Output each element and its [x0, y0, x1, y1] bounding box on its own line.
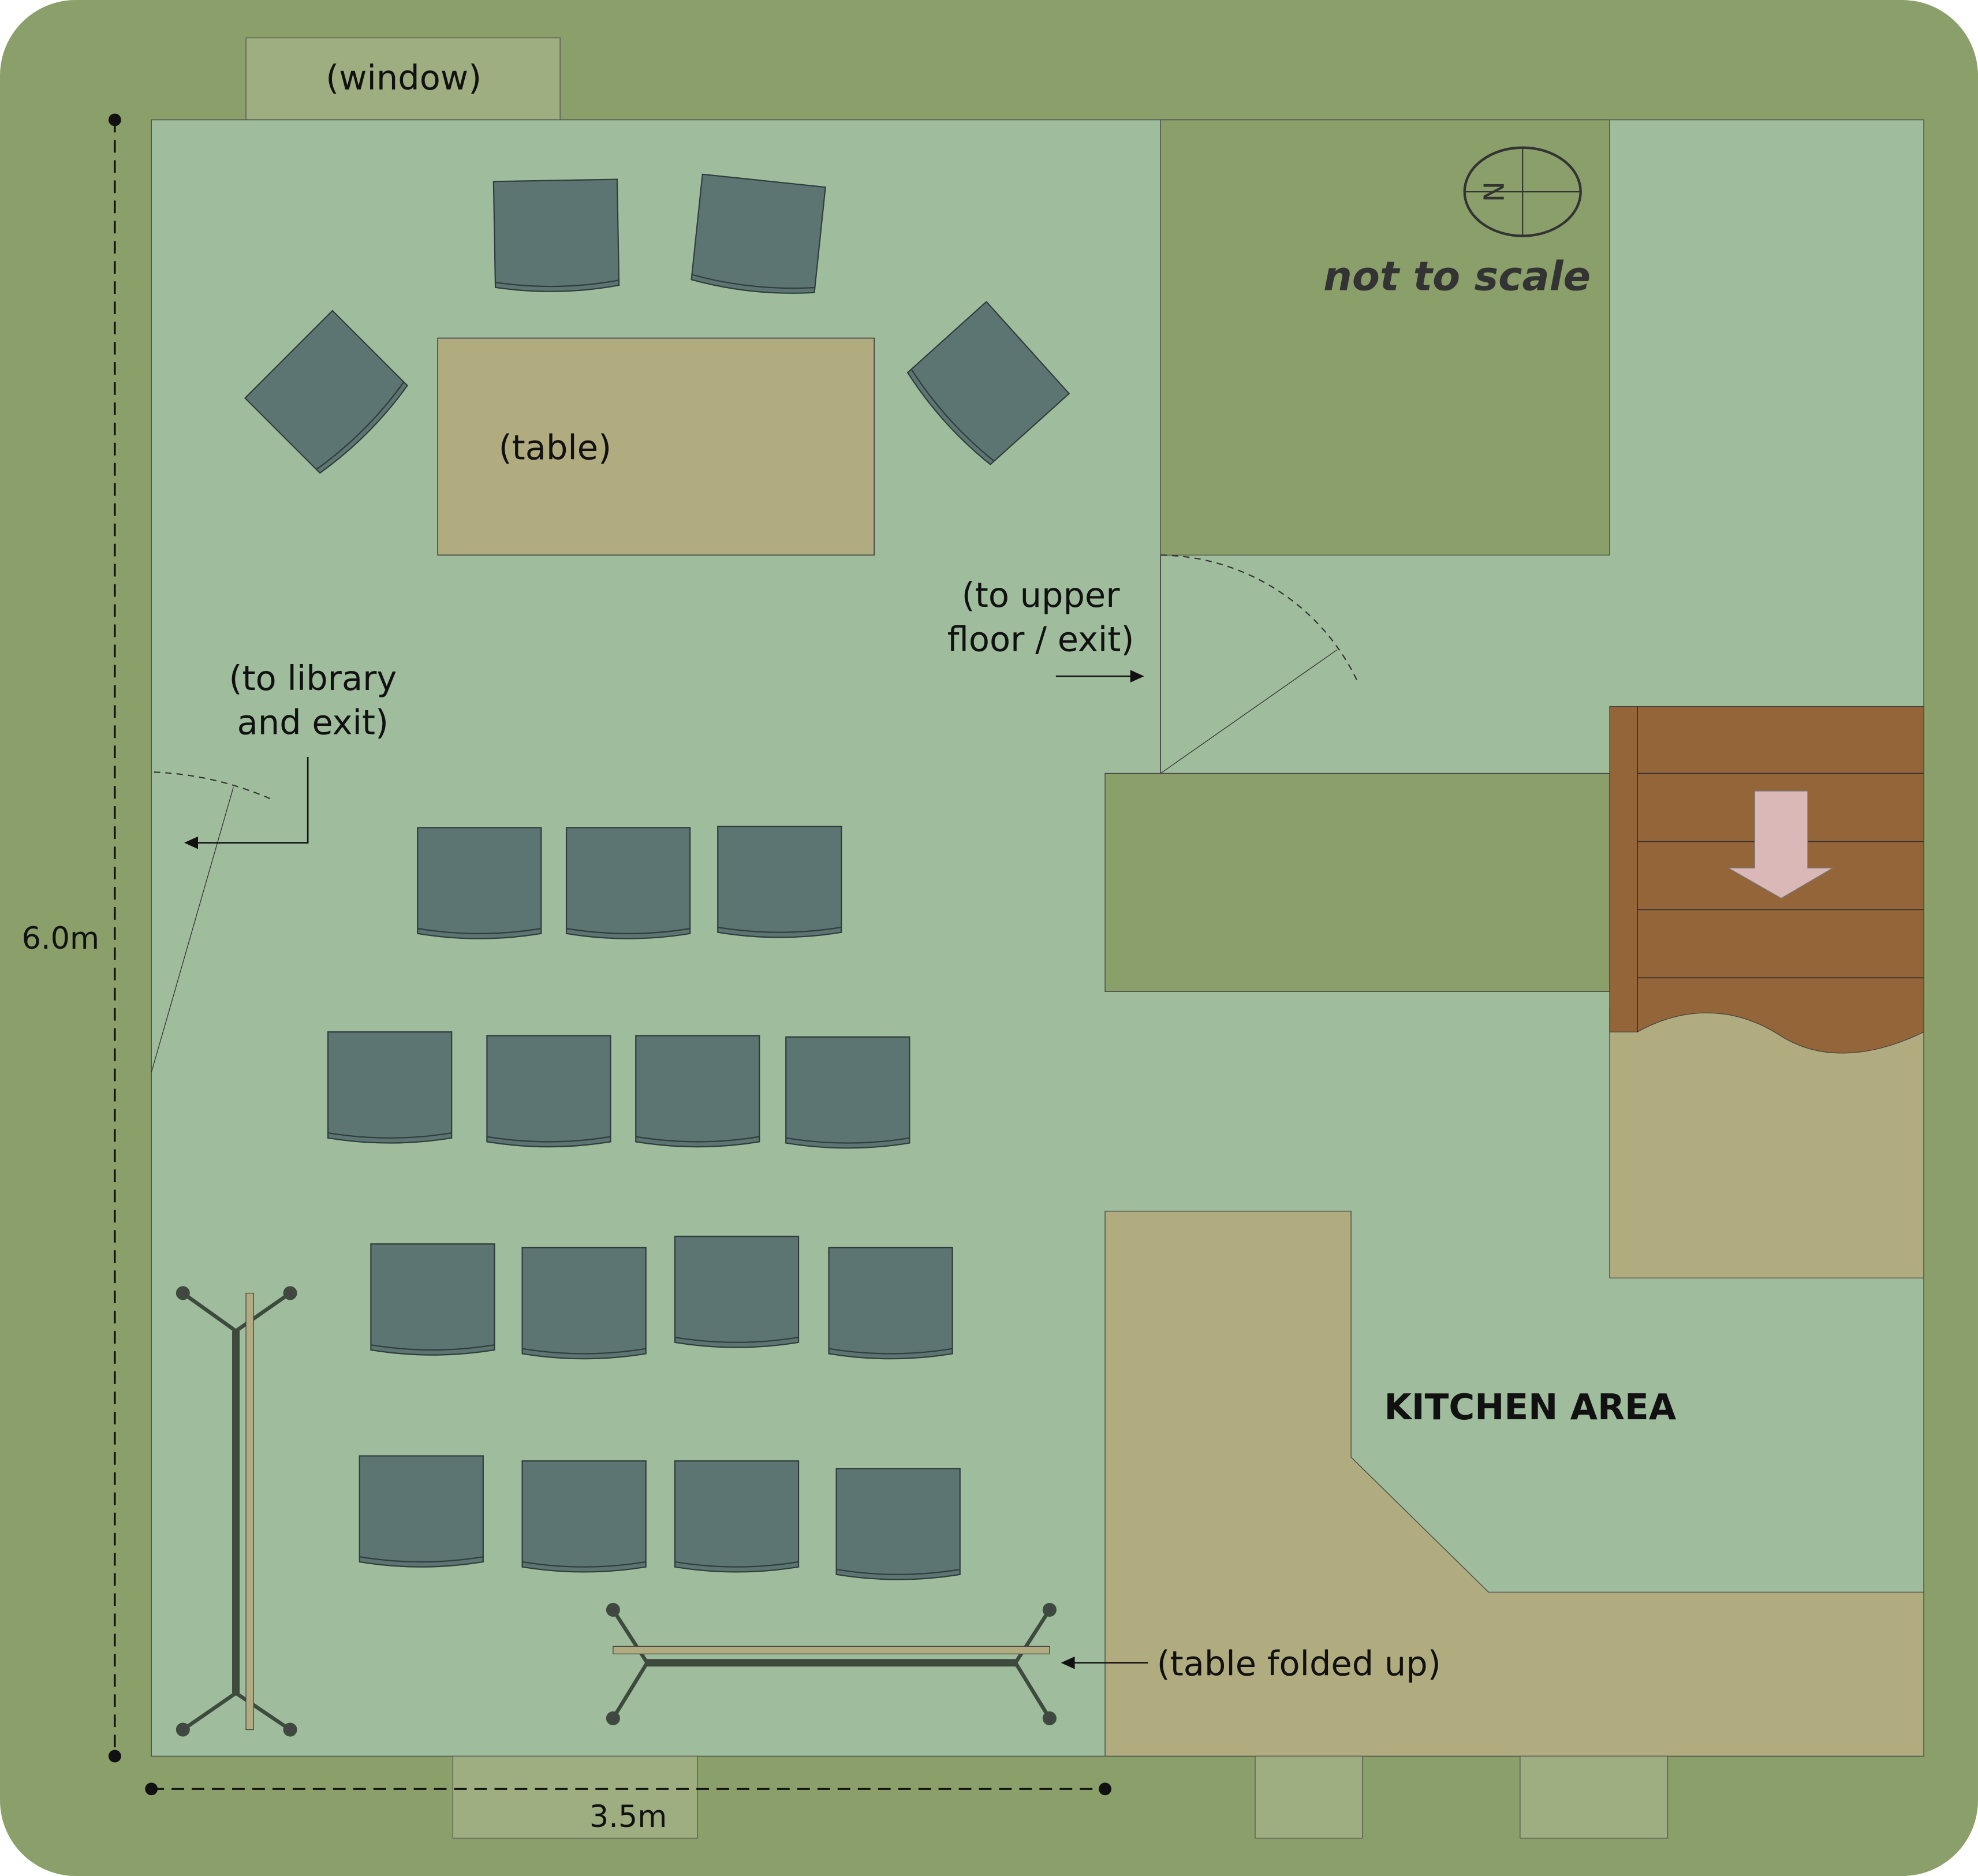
chair	[417, 827, 542, 939]
chair	[785, 1036, 910, 1149]
library-label-2: and exit)	[237, 703, 389, 743]
chair	[486, 1035, 611, 1148]
chair	[674, 1236, 800, 1348]
window-bottom-1	[452, 1755, 698, 1839]
folded-table-horizontal	[606, 1602, 1057, 1725]
chair	[244, 309, 409, 474]
wall-block-north	[1160, 119, 1610, 556]
chair	[327, 1031, 453, 1144]
upper-floor-label: (to upper	[962, 575, 1121, 615]
compass-north-label: N	[1476, 181, 1509, 202]
kitchen-counter	[1104, 1210, 1924, 1757]
table	[437, 337, 875, 556]
dimension-width	[145, 1782, 1111, 1796]
chair	[370, 1243, 495, 1356]
chair	[691, 173, 826, 294]
dimension-width-label: 3.5m	[589, 1799, 667, 1834]
window-top	[245, 37, 561, 121]
upper-floor-label-2: floor / exit)	[947, 619, 1134, 659]
stairs-down-arrow-icon	[1726, 790, 1835, 899]
window-bottom-2	[1255, 1755, 1363, 1839]
folded-table-vertical	[176, 1286, 297, 1737]
chair	[674, 1460, 800, 1573]
chair	[359, 1455, 484, 1568]
kitchen-area-label: KITCHEN AREA	[1384, 1387, 1676, 1428]
window-bottom-3	[1520, 1755, 1669, 1839]
table-folded-label: (table folded up)	[1157, 1644, 1441, 1684]
chair	[521, 1460, 647, 1573]
compass: N	[1463, 146, 1582, 237]
dimension-height	[108, 113, 121, 1763]
table-label: (table)	[499, 427, 611, 467]
window-label: (window)	[326, 58, 482, 98]
library-label: (to library	[229, 658, 397, 698]
chair	[906, 300, 1070, 465]
arrow-right-icon	[1055, 670, 1144, 683]
chair	[717, 826, 842, 938]
chair	[835, 1468, 961, 1580]
wall-block-middle	[1104, 773, 1610, 993]
chair	[565, 827, 691, 939]
door-swing-upper	[1160, 554, 1360, 684]
not-to-scale-note: not to scale	[1323, 253, 1591, 300]
arrow-left-icon	[184, 756, 309, 849]
arrow-left-icon	[1061, 1656, 1148, 1669]
chair	[828, 1247, 953, 1360]
staircase	[1609, 706, 1924, 1278]
chair	[635, 1035, 760, 1148]
door-swing-library	[154, 771, 271, 800]
chair	[521, 1247, 647, 1360]
dimension-height-label: 6.0m	[22, 921, 99, 956]
chair	[492, 178, 620, 292]
